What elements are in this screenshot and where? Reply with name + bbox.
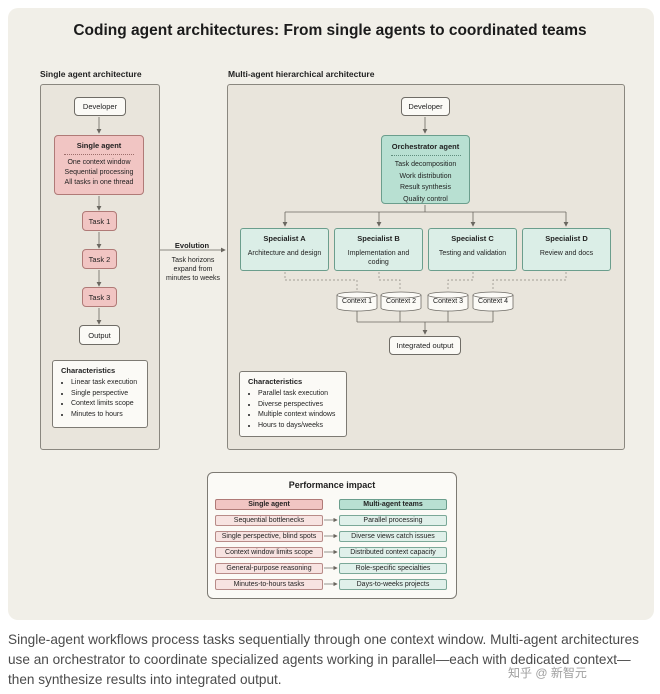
- specialist-c-box: Specialist C Testing and validation: [428, 228, 517, 271]
- context-3-label: Context 3: [433, 298, 463, 305]
- perf-single-row: Sequential bottlenecks: [215, 515, 323, 526]
- perf-multi-row: Parallel processing: [339, 515, 447, 526]
- task-2-box: Task 2: [82, 249, 117, 269]
- multi-characteristic-item: Multiple context windows: [258, 410, 338, 421]
- multi-characteristics-title: Characteristics: [248, 377, 303, 386]
- single-developer-box: Developer: [74, 97, 126, 116]
- watermark: 知乎 @ 新智元: [508, 666, 587, 680]
- specialist-d-desc: Review and docs: [539, 250, 594, 257]
- specialist-d-title: Specialist D: [545, 234, 588, 243]
- multi-characteristics: Characteristics Parallel task execution …: [239, 371, 347, 437]
- diagram-title: Coding agent architectures: From single …: [73, 22, 587, 39]
- context-cylinder-2-body: [380, 295, 422, 312]
- orchestrator-agent-box: Orchestrator agent Task decomposition Wo…: [381, 135, 470, 204]
- context-1-label: Context 1: [342, 298, 372, 305]
- orchestrator-line-1: Task decomposition: [394, 161, 457, 168]
- orchestrator-title: Orchestrator agent: [391, 142, 460, 151]
- context-cylinder-3-top: [427, 291, 469, 299]
- context-4-label: Context 4: [478, 298, 508, 305]
- specialist-a-desc: Architecture and design: [247, 250, 322, 257]
- context-cylinder-2-top: [380, 291, 422, 299]
- multi-section-label: Multi-agent hierarchical architecture: [228, 69, 375, 79]
- context-cylinder-1-body: [336, 295, 378, 312]
- single-output-box: Output: [79, 325, 120, 345]
- single-agent-box: Single agent One context window Sequenti…: [54, 135, 144, 195]
- single-characteristic-item: Single perspective: [71, 389, 139, 400]
- integrated-output-box: Integrated output: [389, 336, 461, 355]
- perf-single-row: Context window limits scope: [215, 547, 323, 558]
- evolution-description: Task horizons expand from minutes to wee…: [160, 256, 226, 283]
- dash-a-to-context1: [284, 272, 358, 290]
- evolution-line-3: minutes to weeks: [165, 275, 221, 282]
- evolution-line-1: Task horizons: [171, 257, 215, 264]
- single-section-label: Single agent architecture: [40, 69, 142, 79]
- dash-d-to-context4: [492, 272, 567, 290]
- single-characteristic-item: Linear task execution: [71, 378, 139, 389]
- dash-c-to-context3: [447, 272, 474, 290]
- specialist-a-title: Specialist A: [263, 234, 306, 243]
- perf-multi-row: Distributed context capacity: [339, 547, 447, 558]
- multi-characteristic-item: Parallel task execution: [258, 389, 338, 400]
- context-cylinder-3-body: [427, 295, 469, 312]
- orchestrator-lines: Task decomposition Work distribution Res…: [395, 159, 456, 205]
- multi-characteristic-item: Hours to days/weeks: [258, 421, 338, 432]
- perf-single-row: Minutes-to-hours tasks: [215, 579, 323, 590]
- specialist-b-box: Specialist B Implementation and coding: [334, 228, 423, 271]
- multi-characteristic-item: Diverse perspectives: [258, 400, 338, 411]
- performance-single-header: Single agent: [215, 499, 323, 510]
- orchestrator-line-2: Work distribution: [399, 172, 452, 180]
- specialist-c-title: Specialist C: [451, 234, 494, 243]
- context-cylinder-4-top: [472, 291, 514, 299]
- single-characteristics: Characteristics Linear task execution Si…: [52, 360, 148, 428]
- performance-multi-header: Multi-agent teams: [339, 499, 447, 510]
- specialist-b-title: Specialist B: [357, 234, 400, 243]
- single-characteristic-item: Context limits scope: [71, 399, 139, 410]
- task-3-box: Task 3: [82, 287, 117, 307]
- perf-single-row: Single perspective, blind spots: [215, 531, 323, 542]
- specialist-d-box: Specialist D Review and docs: [522, 228, 611, 271]
- specialist-b-desc: Implementation and coding: [347, 250, 410, 266]
- perf-multi-row: Role-specific specialties: [339, 563, 447, 574]
- single-agent-title: Single agent: [76, 141, 122, 150]
- single-agent-line-2: Sequential processing: [64, 169, 134, 176]
- specialist-a-box: Specialist A Architecture and design: [240, 228, 329, 271]
- dash-b-to-context2: [378, 272, 401, 290]
- single-characteristic-item: Minutes to hours: [71, 410, 139, 421]
- perf-single-row: General-purpose reasoning: [215, 563, 323, 574]
- orchestrator-divider: [390, 155, 461, 156]
- single-agent-line-1: One context window: [67, 159, 131, 166]
- context-cylinder-4-body: [472, 295, 514, 312]
- single-agent-line-3: All tasks in one thread: [64, 179, 134, 186]
- figure-caption: Single-agent workflows process tasks seq…: [8, 632, 639, 687]
- orchestrator-line-3: Result synthesis: [400, 184, 451, 191]
- evolution-label: Evolution: [174, 241, 210, 250]
- task-1-box: Task 1: [82, 211, 117, 231]
- single-agent-divider: [64, 154, 134, 155]
- specialist-c-desc: Testing and validation: [438, 250, 507, 257]
- context-cylinder-1-top: [336, 291, 378, 299]
- single-characteristics-title: Characteristics: [61, 366, 116, 375]
- single-agent-lines: One context window Sequential processing…: [65, 158, 134, 188]
- evolution-line-2: expand from: [173, 266, 213, 273]
- perf-multi-row: Days-to-weeks projects: [339, 579, 447, 590]
- orchestrator-line-4: Quality control: [403, 195, 448, 203]
- perf-multi-row: Diverse views catch issues: [339, 531, 447, 542]
- performance-title: Performance impact: [288, 480, 376, 490]
- multi-developer-box: Developer: [401, 97, 450, 116]
- context-2-label: Context 2: [386, 298, 416, 305]
